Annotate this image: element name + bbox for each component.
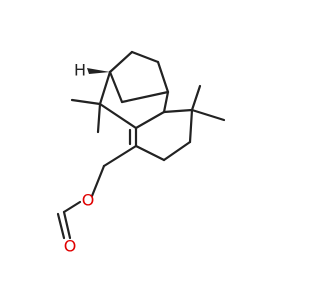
bond <box>188 108 194 144</box>
bond <box>108 70 124 104</box>
hydrogen-atom-label: H <box>74 61 86 80</box>
bond <box>162 108 194 114</box>
bond <box>56 212 66 240</box>
bond <box>134 144 166 162</box>
bond <box>102 144 138 168</box>
bond-lines <box>56 50 226 240</box>
bond <box>162 90 170 114</box>
carbonyl-oxygen-label: O <box>64 237 77 256</box>
bond <box>98 70 112 106</box>
bond <box>120 90 170 104</box>
bond <box>156 60 170 94</box>
bond <box>62 210 72 240</box>
bond <box>108 50 134 74</box>
bond <box>62 200 82 214</box>
bond <box>98 102 138 130</box>
bond <box>134 110 166 130</box>
bond <box>190 108 226 122</box>
ester-oxygen-label: O <box>82 191 95 210</box>
molecule-structure: H O O <box>56 50 226 256</box>
bond <box>96 102 102 134</box>
bond <box>90 164 106 198</box>
bond <box>190 84 202 112</box>
bond <box>70 98 102 106</box>
bond <box>162 140 192 162</box>
stereo-wedge <box>87 68 110 74</box>
bond <box>130 50 160 64</box>
